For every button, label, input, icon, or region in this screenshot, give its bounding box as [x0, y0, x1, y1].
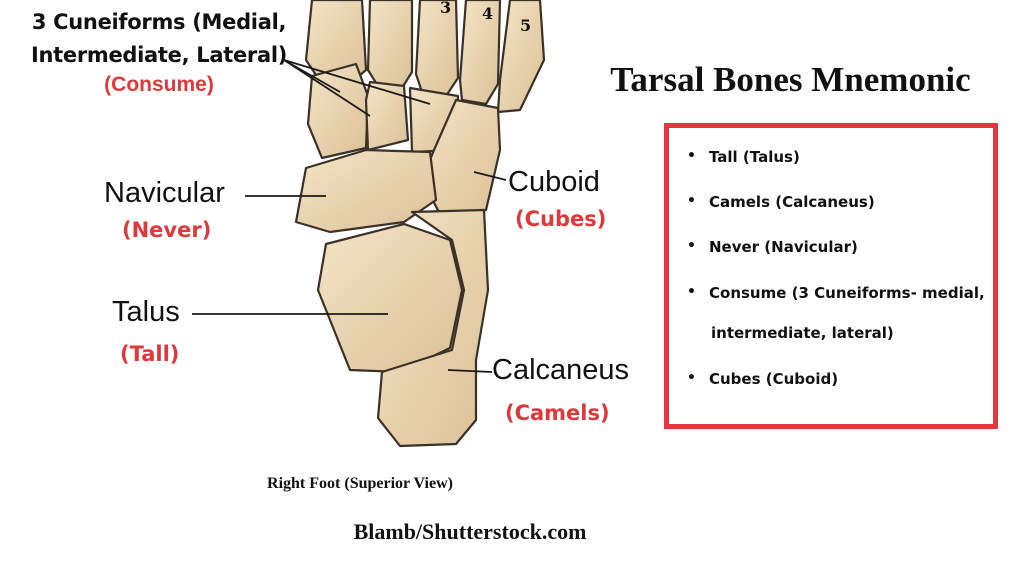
mnemonic-item-cuneiforms-cont: intermediate, lateral) [711, 324, 894, 342]
toe-number-5: 5 [520, 16, 532, 35]
bullet-icon: • [687, 148, 696, 164]
metatarsal-2 [366, 0, 414, 90]
navicular-label: Navicular [104, 177, 225, 209]
bullet-icon: • [687, 238, 696, 254]
navicular-mnemonic: (Never) [122, 218, 212, 242]
bullet-icon: • [687, 370, 696, 386]
calcaneus-bone [376, 208, 490, 448]
mnemonic-title: Tarsal Bones Mnemonic [610, 60, 971, 99]
mnemonic-item-navicular: •Never (Navicular) [687, 238, 858, 256]
cuboid-label: Cuboid [508, 166, 600, 198]
image-credit: Blamb/Shutterstock.com [353, 519, 587, 544]
mnemonic-item-talus: •Tall (Talus) [687, 148, 800, 166]
metatarsal-4 [458, 0, 502, 106]
mnemonic-item-cuneiforms: •Consume (3 Cuneiforms- medial, [687, 284, 985, 302]
calcaneus-label: Calcaneus [492, 354, 630, 386]
cuneiforms-label-line2: Intermediate, Lateral) [30, 43, 288, 67]
mnemonic-item-cuboid: •Cubes (Cuboid) [687, 370, 839, 388]
toe-number-4: 4 [482, 4, 494, 23]
figure-caption: Right Foot (Superior View) [267, 475, 453, 492]
cuneiforms-label-line1: 3 Cuneiforms (Medial, [31, 10, 287, 34]
cuneiforms-mnemonic: (Consume) [104, 73, 214, 96]
cuneiform-intermediate [364, 80, 410, 152]
metatarsal-5 [496, 0, 546, 114]
bullet-icon: • [687, 193, 696, 209]
talus-mnemonic: (Tall) [120, 342, 180, 366]
toe-number-3: 3 [440, 0, 452, 17]
cuneiform-medial [306, 62, 370, 160]
bullet-icon: • [687, 284, 696, 300]
cuboid-mnemonic: (Cubes) [515, 207, 607, 231]
mnemonic-item-calcaneus: •Camels (Calcaneus) [687, 193, 875, 211]
cuneiforms-label: 3 Cuneiforms (Medial, Intermediate, Late… [14, 6, 304, 72]
talus-label: Talus [112, 296, 180, 328]
mnemonic-box: •Tall (Talus) •Camels (Calcaneus) •Never… [664, 123, 998, 429]
talus-bone [316, 222, 464, 374]
calcaneus-mnemonic: (Camels) [505, 401, 610, 425]
metatarsal-3 [414, 0, 460, 98]
navicular-bone [294, 148, 438, 234]
